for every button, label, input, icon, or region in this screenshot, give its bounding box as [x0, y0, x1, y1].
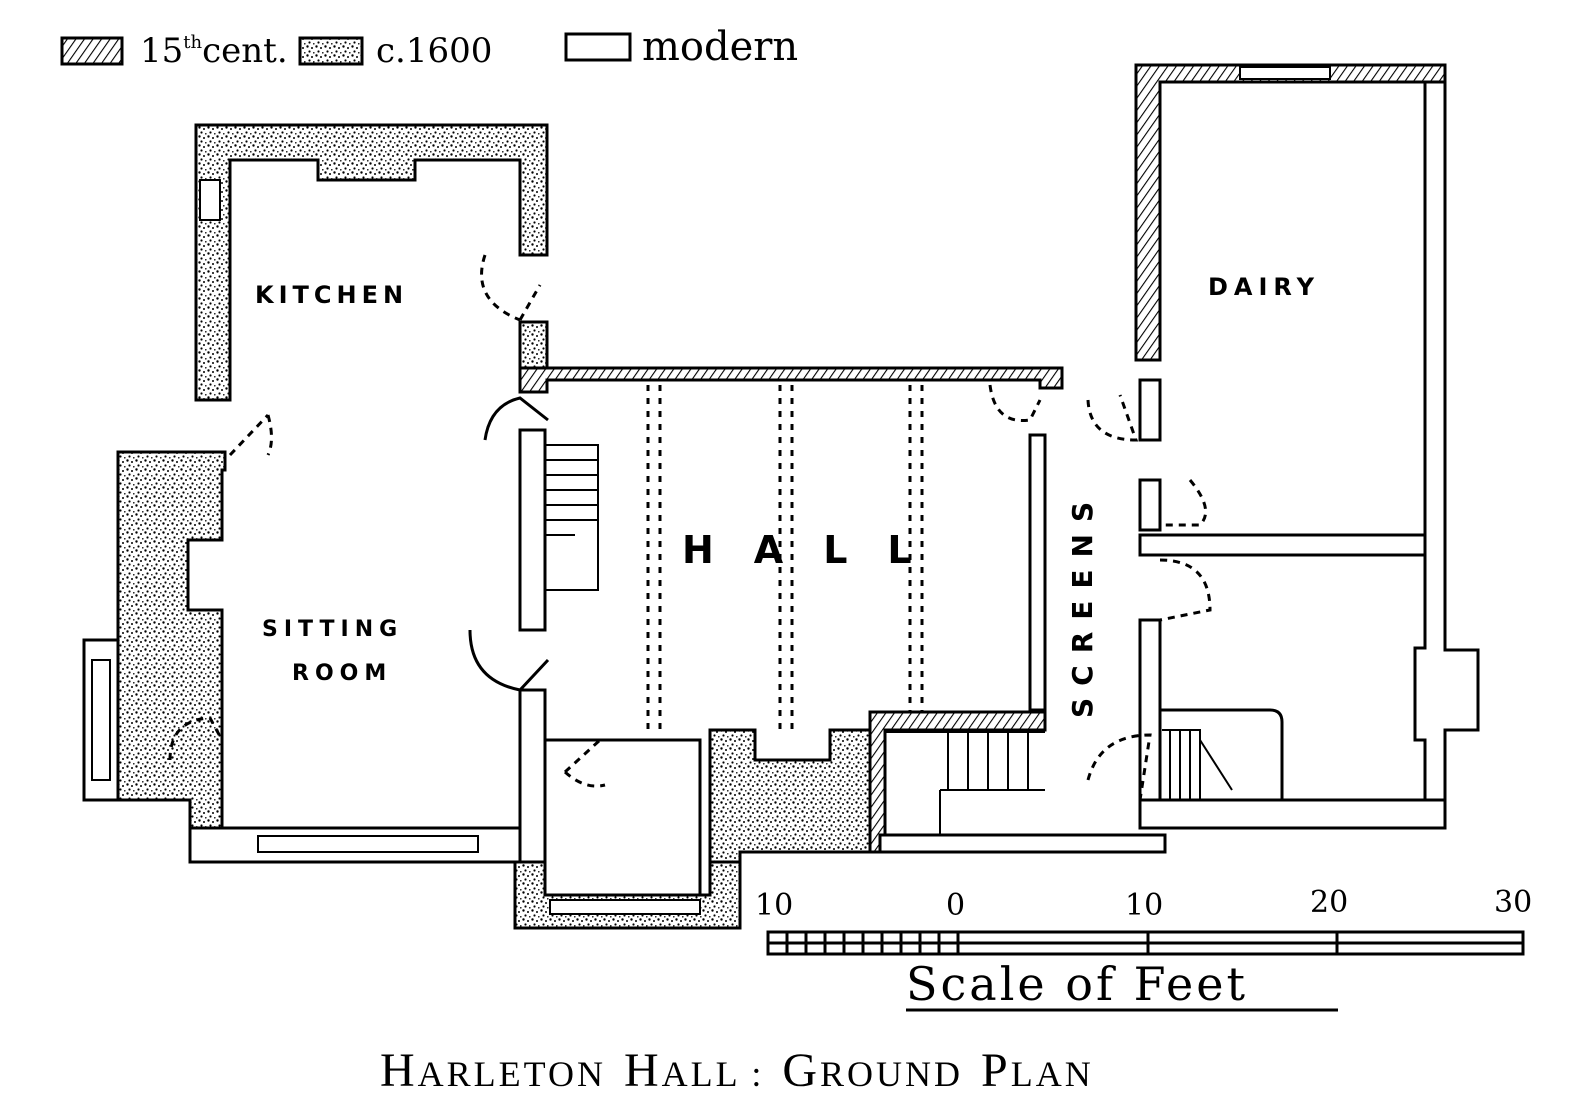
- windows: [91, 66, 1331, 915]
- hall-west-wall-lower: [518, 688, 547, 864]
- legend-swatch-hatch: [60, 36, 124, 66]
- legend-item-15th-century: 15thcent.: [60, 31, 288, 71]
- dairy-west-wall: [1138, 378, 1162, 532]
- dairy-partition: [1138, 533, 1427, 557]
- kitchen-wall: [194, 123, 549, 402]
- window-kitchen-west: [199, 179, 221, 221]
- porch-inner: [543, 738, 702, 897]
- room-label-dairy: DAIRY: [1208, 273, 1320, 301]
- door-pantry: [1159, 558, 1212, 622]
- scale-tick-30: 30: [1494, 885, 1532, 920]
- dairy-south-wall: [1138, 618, 1447, 830]
- window-dairy-north: [1239, 66, 1331, 80]
- legend-label-modern: modern: [642, 24, 798, 70]
- door-screens-north: [988, 384, 1042, 423]
- walls: [82, 63, 1480, 930]
- kitchen-wall-east-lower: [518, 320, 549, 370]
- door-dairy-2: [1160, 479, 1208, 527]
- door-sitting-west: [168, 716, 224, 761]
- window-porch: [549, 899, 701, 915]
- screens-partition: [1028, 433, 1047, 712]
- scale-caption: Scale of Feet: [906, 957, 1248, 1011]
- window-sitting-south: [257, 835, 479, 853]
- door-dairy-1: [1086, 394, 1139, 442]
- room-label-sitting-line2: ROOM: [292, 661, 392, 686]
- door-kitchen-east: [480, 254, 542, 322]
- hall-south-wall: [708, 728, 882, 864]
- hall-north-wall: [518, 366, 1064, 394]
- room-label-hall: HALL: [682, 528, 952, 572]
- room-label-sitting-line1: SITTING: [262, 617, 403, 642]
- room-label-kitchen: KITCHEN: [255, 281, 408, 309]
- legend-label-c1600: c.1600: [376, 31, 492, 71]
- pantry-partition: [1160, 708, 1284, 800]
- dairy-north-wall: [1134, 63, 1447, 362]
- scale-tick-10-left: 10: [755, 888, 793, 923]
- dairy-east-wall: [1413, 80, 1480, 830]
- legend-swatch-stipple: [298, 36, 364, 66]
- room-label-screens: SCREENS: [1066, 490, 1099, 718]
- window-sitting-bay: [91, 659, 111, 781]
- scale-tick-10: 10: [1125, 888, 1163, 923]
- door-sitting-east: [468, 629, 550, 692]
- scale-bar: 10 0 10 20 30 Scale of Feet: [755, 885, 1532, 1012]
- scale-ruler: [766, 930, 1525, 956]
- scale-tick-0: 0: [946, 888, 965, 923]
- legend: 15thcent. c.1600 modern: [60, 24, 798, 71]
- stair-screens: [885, 731, 1045, 835]
- screens-stair-wall: [868, 710, 1047, 854]
- hall-west-wall: [518, 428, 547, 632]
- legend-label-15th-century: 15thcent.: [140, 31, 288, 71]
- stair-pantry: [1162, 729, 1233, 800]
- screens-south-wall: [878, 833, 1167, 854]
- stairs: [545, 444, 1233, 835]
- door-hall-north: [483, 396, 549, 441]
- door-kitchen-south: [228, 413, 273, 457]
- door-screens-south: [1086, 733, 1152, 801]
- hall-dotted-lines: [646, 385, 924, 735]
- scale-tick-20: 20: [1310, 885, 1348, 920]
- stair-hall-west: [545, 444, 599, 591]
- legend-item-c1600: c.1600: [298, 31, 492, 71]
- legend-swatch-plain: [564, 32, 632, 62]
- door-swings: [168, 254, 1212, 801]
- door-porch: [563, 738, 606, 788]
- legend-item-modern: modern: [564, 24, 798, 70]
